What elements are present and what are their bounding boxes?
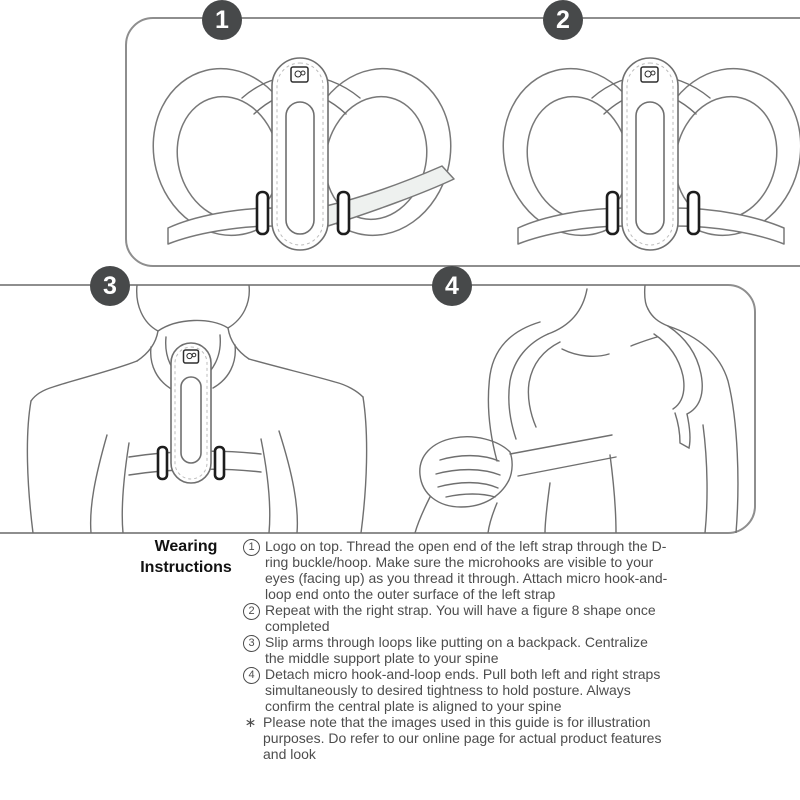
step2-harness-completed-illustration: [502, 57, 800, 251]
instruction-step-2-text: Repeat with the right strap. You will ha…: [265, 602, 656, 634]
circled-number-3-icon: 3: [243, 635, 260, 652]
pulled-strap: [509, 434, 613, 455]
instruction-step-4-text: Detach micro hook-and-loop ends. Pull bo…: [265, 666, 661, 714]
right-strap: [675, 207, 785, 245]
shoulder-strap-left: [508, 333, 549, 440]
brand-logo-icon: [290, 66, 309, 83]
circled-number-4-icon: 4: [243, 667, 260, 684]
instruction-footnote-text: Please note that the images used in this…: [263, 714, 662, 762]
steps-3-4-panel: [0, 284, 756, 534]
instruction-step-2: 2 Repeat with the right strap. You will …: [243, 602, 675, 634]
asterisk-icon: ∗: [244, 714, 257, 730]
d-ring-buckle-right: [686, 190, 701, 236]
instruction-step-1-text: Logo on top. Thread the open end of the …: [265, 538, 668, 602]
step-4-badge: 4: [432, 266, 472, 306]
circled-number-2-icon: 2: [243, 603, 260, 620]
step1-harness-open-strap-illustration: [152, 57, 455, 251]
step-3-badge: 3: [90, 266, 130, 306]
instruction-step-4: 4 Detach micro hook-and-loop ends. Pull …: [243, 666, 675, 714]
step-1-badge: 1: [202, 0, 242, 40]
wearing-instructions-heading: Wearing Instructions: [106, 536, 266, 578]
harness-drawing: [152, 57, 455, 251]
shoulder-strap-right: [667, 325, 703, 415]
heading-line-1: Wearing: [154, 538, 218, 555]
d-ring-buckle-left: [255, 190, 270, 236]
step-2-badge: 2: [543, 0, 583, 40]
left-strap: [167, 207, 275, 245]
instruction-footnote: ∗ Please note that the images used in th…: [243, 714, 675, 762]
brand-logo-icon: [182, 349, 200, 364]
d-ring-buckle-right: [336, 190, 351, 236]
person-back-drawing: [26, 285, 368, 533]
d-ring-buckle-left: [605, 190, 620, 236]
d-ring-buckle-right: [213, 445, 226, 481]
circled-number-1-icon: 1: [243, 539, 260, 556]
person-front-drawing: [414, 285, 739, 533]
shoulder-strap-left: [150, 346, 174, 391]
open-strap-end: [325, 165, 455, 227]
fist: [419, 436, 513, 508]
d-ring-buckle-left: [156, 445, 169, 481]
instruction-step-3-text: Slip arms through loops like putting on …: [265, 634, 648, 666]
heading-line-2: Instructions: [140, 559, 232, 576]
shoulder-strap-right: [212, 344, 236, 389]
instruction-step-3: 3 Slip arms through loops like putting o…: [243, 634, 675, 666]
step3-person-back-illustration: [26, 285, 368, 533]
instruction-list: 1 Logo on top. Thread the open end of th…: [243, 538, 675, 762]
instruction-step-1: 1 Logo on top. Thread the open end of th…: [243, 538, 675, 602]
harness-drawing: [502, 57, 800, 251]
step4-person-pulling-strap-illustration: [414, 285, 739, 533]
left-strap: [517, 207, 625, 245]
steps-1-2-panel: [125, 17, 800, 267]
brand-logo-icon: [640, 66, 659, 83]
